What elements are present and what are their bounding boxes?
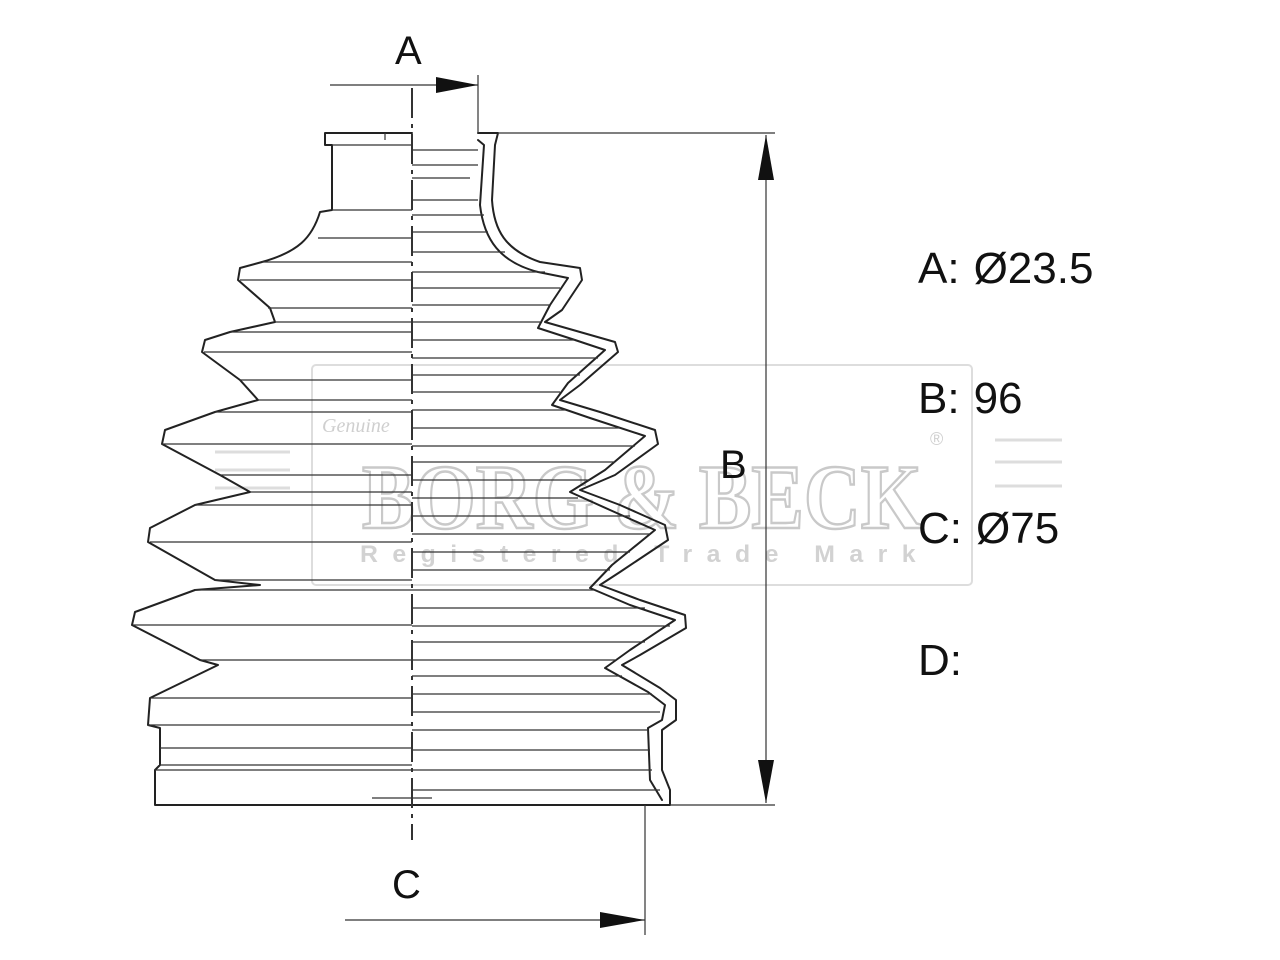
boot-section-inner <box>477 139 676 801</box>
spec-c: C: Ø75 <box>918 504 1059 553</box>
spec-d: D: <box>918 636 962 685</box>
spec-b: B: 96 <box>918 374 1023 423</box>
watermark-registered-mark: ® <box>930 429 943 449</box>
spec-c-key: C: <box>918 504 962 553</box>
boot-neck-inner <box>412 149 478 179</box>
boot-section-outer <box>411 132 687 806</box>
dimension-a-arrow <box>436 77 478 93</box>
dimension-c-label: C <box>392 863 421 907</box>
dimension-a-label: A <box>395 29 422 73</box>
boot-ribs-left <box>133 133 412 799</box>
dimension-b-arrow-bottom <box>758 760 774 803</box>
dimension-b: B <box>498 132 775 806</box>
spec-b-key: B: <box>918 374 960 423</box>
dimension-c: C <box>345 805 646 935</box>
watermark-brand: BORG & BECK <box>362 446 922 548</box>
spec-d-key: D: <box>918 636 962 685</box>
spec-c-value: Ø75 <box>976 504 1059 553</box>
dimension-b-arrow-top <box>758 135 774 180</box>
spec-b-value: 96 <box>974 374 1023 423</box>
watermark-script: Genuine <box>322 415 390 437</box>
dimension-a: A <box>330 29 479 133</box>
dimension-b-label: B <box>720 443 747 487</box>
spec-a-value: Ø23.5 <box>974 244 1094 293</box>
spec-list: A: Ø23.5 B: 96 C: Ø75 D: <box>918 244 1093 685</box>
watermark-tagline: Registered Trade Mark <box>360 541 930 568</box>
dimension-c-arrow <box>600 912 645 928</box>
boot-ribs-right <box>412 199 670 799</box>
spec-a: A: Ø23.5 <box>918 244 1093 293</box>
watermark-side-bars <box>215 438 1062 490</box>
spec-a-key: A: <box>918 244 960 293</box>
